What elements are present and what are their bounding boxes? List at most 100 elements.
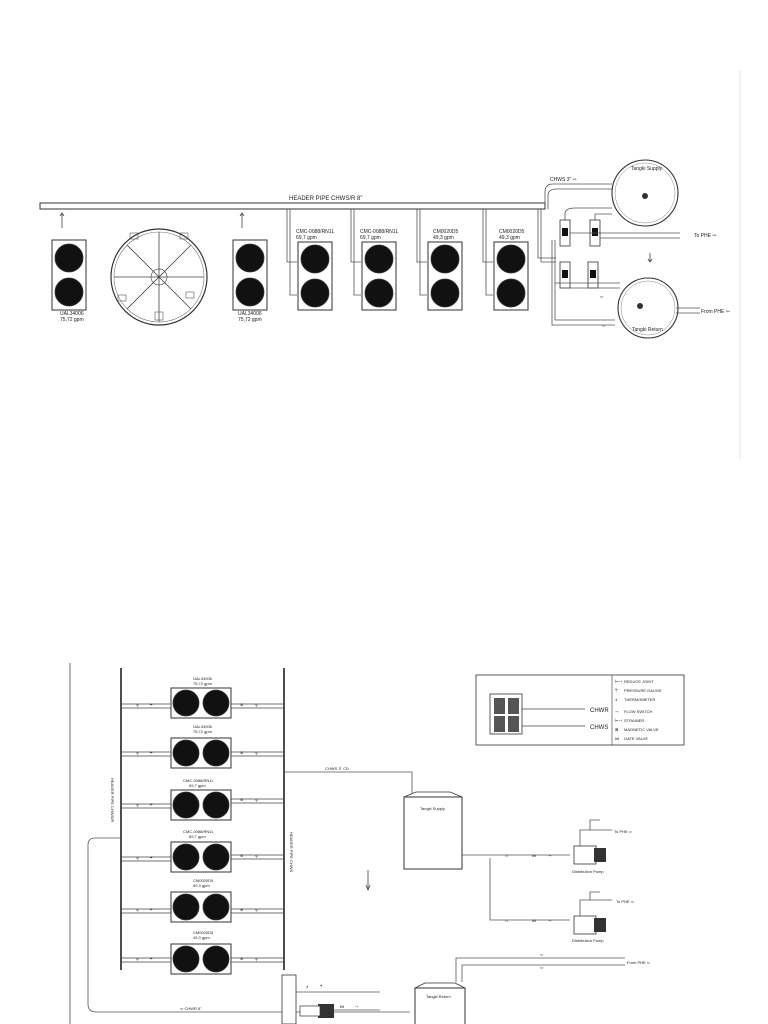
distribution-pump-1: ⋈⊸ To PHE ⇨ Distribution Pump (532, 819, 633, 874)
svg-text:MAGNETIC VALVE: MAGNETIC VALVE (624, 727, 659, 732)
to-phe-top: To PHE ⇨ (694, 233, 717, 239)
svg-text:Distribution Pump: Distribution Pump (572, 938, 604, 943)
tangki-supply-bottom: Tangki Supply (403, 791, 463, 870)
svg-text:75,72 gpm: 75,72 gpm (60, 317, 84, 323)
svg-text:⊠: ⊠ (615, 727, 618, 732)
svg-text:⊗: ⊗ (240, 750, 243, 755)
svg-text:CMC-0088/RN1L: CMC-0088/RN1L (183, 829, 214, 834)
svg-text:⊢⊣: ⊢⊣ (615, 718, 622, 723)
from-phe-top: From PHE ⇦ (701, 309, 730, 315)
svg-text:UAL34006: UAL34006 (60, 311, 84, 317)
chiller-unit-top-5: CM0020D5 49,3 gpm (427, 229, 463, 311)
chiller-row-3: CMC-0088/RN1L 69,7 gpm ╤ ⌿ ⊗ ╤ (121, 778, 284, 821)
svg-text:ǂ: ǂ (615, 697, 618, 702)
svg-text:CMC-0088/RN1L: CMC-0088/RN1L (183, 778, 214, 783)
header-left-label: HEADER PIPE CHWS/R (110, 778, 115, 822)
svg-text:CM0020D5: CM0020D5 (499, 229, 525, 235)
svg-text:Tangki Return: Tangki Return (426, 994, 451, 999)
distribution-pump-2: ⋈ ⊸ To PHE ⇨ Distribution Pump (532, 891, 635, 943)
svg-text:⋈: ⋈ (532, 918, 536, 923)
svg-text:⊢⊣: ⊢⊣ (615, 679, 622, 684)
svg-text:49,3 gpm: 49,3 gpm (499, 235, 520, 241)
svg-text:Tangki Supply: Tangki Supply (420, 806, 445, 811)
svg-text:╤: ╤ (254, 956, 258, 962)
svg-text:⇦: ⇦ (602, 323, 606, 328)
svg-text:69,7 gpm: 69,7 gpm (296, 235, 317, 241)
svg-text:49,3 gpm: 49,3 gpm (433, 235, 454, 241)
svg-text:╤: ╤ (254, 702, 258, 708)
svg-text:⇨: ⇨ (505, 918, 509, 923)
svg-text:⊸: ⊸ (548, 853, 552, 858)
svg-text:⌿: ⌿ (150, 802, 153, 807)
svg-text:To PHE ⇨: To PHE ⇨ (614, 829, 633, 834)
svg-text:CHWS: CHWS (590, 725, 608, 731)
svg-text:⊗: ⊗ (240, 853, 243, 858)
svg-text:⌿: ⌿ (150, 855, 153, 860)
svg-text:⋈: ⋈ (615, 736, 619, 741)
big-tank-top (110, 228, 208, 326)
svg-text:╤: ╤ (135, 907, 139, 913)
chiller-unit-top-4: CMC-0088/RN1L 69,7 gpm (360, 229, 399, 311)
tangki-supply-top: Tangki Supply (611, 159, 679, 227)
svg-text:⊗: ⊗ (240, 702, 243, 707)
svg-text:⌿: ⌿ (150, 750, 153, 755)
header-pipe (39, 202, 546, 210)
svg-text:FLOW SWITCH: FLOW SWITCH (624, 709, 653, 714)
header-right-label: HEADER PIPE CHWS (289, 832, 294, 873)
chiller-row-6: CM0020D5 49,3 gpm ╤⌿ ⊗╤ (121, 930, 284, 975)
svg-text:⇦: ⇦ (540, 952, 544, 957)
svg-text:CM0020D5: CM0020D5 (193, 930, 214, 935)
svg-text:⌿: ⌿ (150, 702, 153, 707)
svg-text:⋈: ⋈ (340, 1004, 344, 1009)
svg-text:69,7 gpm: 69,7 gpm (360, 235, 381, 241)
tangki-return-top: Tangki Return From PHE ⇦ ⇦ (602, 277, 730, 339)
chiller-unit-top-1: UAL34006 75,72 gpm (51, 239, 87, 323)
chiller-unit-top-3: CMC-0088/RN1L 69,7 gpm (296, 229, 335, 311)
svg-text:CMC-0088/RN1L: CMC-0088/RN1L (296, 229, 335, 235)
chiller-unit-top-6: CM0020D5 49,3 gpm (493, 229, 529, 311)
svg-text:⊗: ⊗ (240, 956, 243, 961)
chiller-row-4: CMC-0088/RN1L 69,7 gpm ╤⌿ ⊗╤ (121, 829, 284, 873)
svg-text:⇨: ⇨ (505, 853, 509, 858)
svg-text:⇦: ⇦ (540, 965, 544, 970)
top-diagram: HEADER PIPE CHWS/R 8" UAL34006 75,72 gpm (39, 70, 741, 460)
svg-text:⌿: ⌿ (150, 956, 153, 961)
legend-box: CHWR CHWS REDUCE JOINT PRESSURE GAUGE TH… (475, 674, 685, 746)
svg-text:Distribution Pump: Distribution Pump (572, 869, 604, 874)
svg-text:╤: ╤ (135, 802, 139, 808)
chiller-row-1: UAL34006 75,72 gpm ╤⌿ ⊗╤ (121, 676, 284, 719)
svg-text:⍡: ⍡ (615, 688, 618, 693)
tangki-return-bottom: Tangki Return (414, 982, 466, 1024)
svg-text:╤: ╤ (254, 907, 258, 913)
primary-pump-bottom: ⋈ ⊸ ǂ ⍡ (281, 974, 380, 1024)
svg-text:GATE VALVE: GATE VALVE (624, 736, 648, 741)
svg-text:╤: ╤ (135, 702, 139, 708)
svg-text:UAL34006: UAL34006 (193, 724, 213, 729)
svg-text:╤: ╤ (254, 797, 258, 803)
svg-text:PRESSURE GAUGE: PRESSURE GAUGE (624, 688, 662, 693)
svg-text:ǂ: ǂ (306, 984, 309, 989)
svg-text:UAL34006: UAL34006 (193, 676, 213, 681)
svg-text:49,3 gpm: 49,3 gpm (193, 883, 210, 888)
svg-text:⊗: ⊗ (240, 907, 243, 912)
svg-text:⊸: ⊸ (548, 918, 552, 923)
svg-text:75,72 gpm: 75,72 gpm (238, 317, 262, 323)
svg-text:49,3 gpm: 49,3 gpm (193, 935, 210, 940)
return-pumps-top: ⇦ (555, 253, 653, 299)
svg-text:CM0020D5: CM0020D5 (193, 878, 214, 883)
svg-text:⍡: ⍡ (320, 984, 323, 989)
chiller-unit-top-2: UAL34006 75,72 gpm (232, 239, 268, 323)
svg-text:CM0020D5: CM0020D5 (433, 229, 459, 235)
svg-text:⊸: ⊸ (355, 1004, 359, 1009)
svg-text:To PHE ⇨: To PHE ⇨ (616, 899, 635, 904)
svg-text:Tangki Return: Tangki Return (632, 327, 663, 333)
svg-text:69,7 gpm: 69,7 gpm (189, 783, 206, 788)
svg-text:Tangki Supply: Tangki Supply (631, 166, 663, 172)
chws-label-bottom: CHWS 3" CD (325, 766, 349, 771)
svg-text:⊗: ⊗ (240, 797, 243, 802)
bottom-diagram: HEADER PIPE CHWS/R HEADER PIPE CHWS UAL3… (69, 663, 685, 1024)
svg-text:⇦: ⇦ (600, 294, 604, 299)
svg-text:╤: ╤ (135, 750, 139, 756)
svg-text:UAL34006: UAL34006 (238, 311, 262, 317)
